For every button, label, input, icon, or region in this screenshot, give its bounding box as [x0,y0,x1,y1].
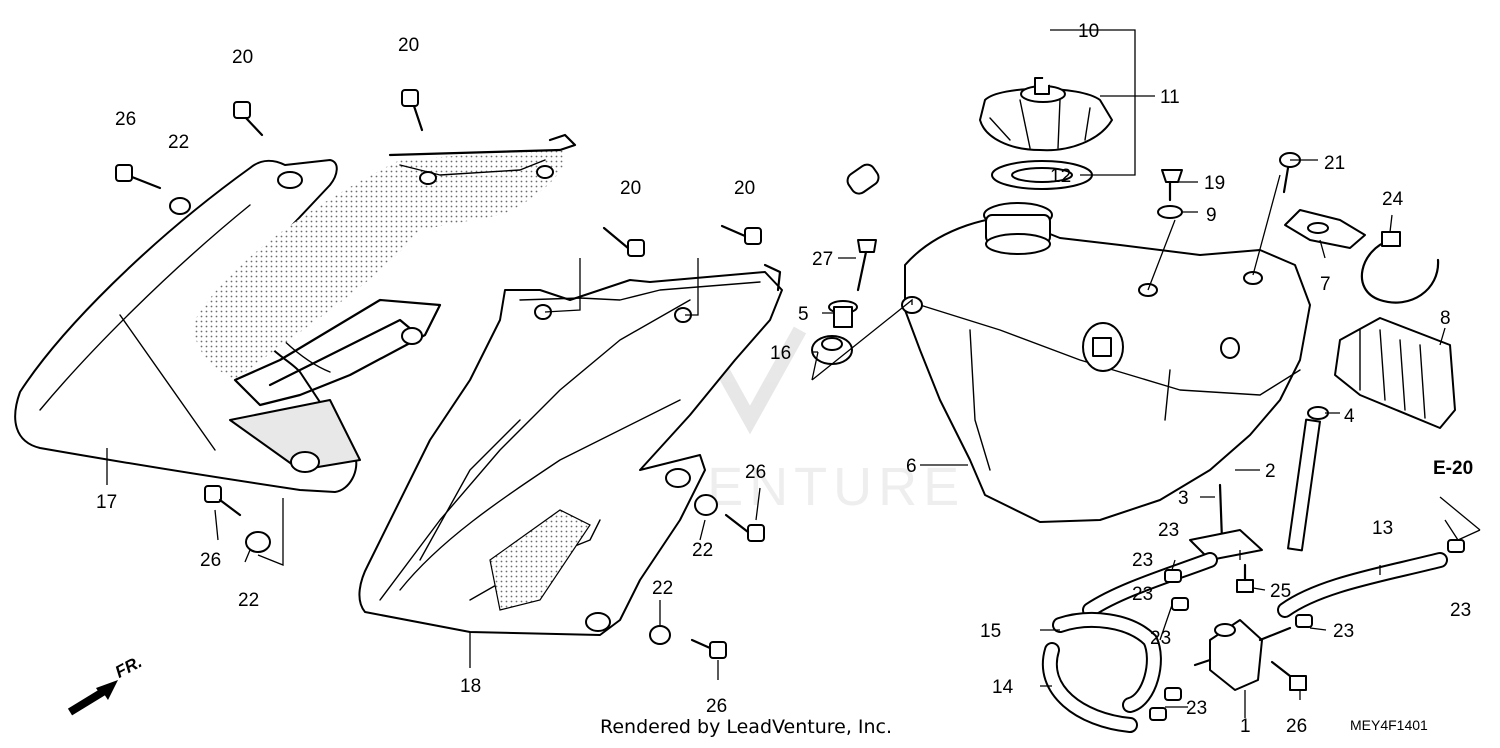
callout-24: 24 [1382,189,1404,210]
callout-23-g: 23 [1186,698,1207,719]
callout-2: 2 [1265,461,1276,482]
leader-lines [106,29,1481,718]
bolt-part-26-valve [1270,660,1307,691]
callout-13: 13 [1372,518,1393,539]
bolt-part-26-d [690,638,727,659]
callout-7: 7 [1320,274,1331,295]
collar-part-22-d [649,625,671,645]
fuel-hose-part-13 [1082,552,1448,618]
collar-part-22-b [245,531,271,553]
callout-23-d: 23 [1132,550,1153,571]
callout-20-d: 20 [734,178,755,199]
collar-part-22-a [169,197,191,215]
bolt-part-20-d [720,224,762,245]
callout-9: 9 [1206,205,1217,226]
callout-26-d: 26 [706,696,727,717]
bolt-part-19 [1161,169,1183,202]
callout-26-a: 26 [115,109,136,130]
callout-26-e: 26 [1286,716,1307,737]
diagram-code: MEY4F1401 [1350,717,1428,733]
callout-10: 10 [1078,21,1099,42]
fuel-cap-part-11 [979,77,1113,152]
callout-15: 15 [980,621,1001,642]
callout-22-b: 22 [238,590,259,611]
callout-27: 27 [812,249,833,270]
callout-23-a: 23 [1450,600,1471,621]
callout-26-c: 26 [745,462,766,483]
front-direction-arrow [67,680,118,716]
callout-26-b: 26 [200,550,221,571]
bolt-part-20-c [602,226,645,257]
section-reference-label: E-20 [1433,458,1474,479]
band-part-24 [1360,231,1440,304]
collar-part-22-c [694,494,718,516]
callout-14: 14 [992,677,1014,698]
callout-11: 11 [1160,87,1180,108]
callout-23-c: 23 [1158,520,1179,541]
callout-22-a: 22 [168,132,189,153]
rendered-by-credit: Rendered by LeadVenture, Inc. [600,716,893,738]
callout-22-d: 22 [652,578,673,599]
callout-20-b: 20 [398,35,419,56]
callout-20-c: 20 [620,178,641,199]
callout-8: 8 [1440,308,1451,329]
heat-guard-part-8 [1334,317,1456,429]
fuel-valve-part-1 [1193,619,1292,691]
bolt-part-27 [856,239,877,292]
bolt-part-20-a [233,101,264,137]
callout-3: 3 [1178,488,1189,509]
rubber-part-16 [811,335,853,365]
hose-clip-part-23 [1149,539,1465,721]
callout-25: 25 [1270,581,1291,602]
callout-5: 5 [798,304,809,325]
fuel-strainer-part-2 [1287,418,1321,552]
callout-23-e: 23 [1132,584,1153,605]
bolt-part-21 [1279,152,1301,194]
petcock-lever-part-3 [1189,483,1263,561]
right-shroud-part-18 [358,263,783,636]
callout-6: 6 [906,456,917,477]
callout-23-f: 23 [1150,628,1171,649]
fuel-hose-part-15 [1052,612,1162,713]
shroud-decal-dotted [194,133,577,407]
breather-tube-part-10 [846,19,1054,195]
cap-gasket-part-12 [991,160,1093,190]
bolt-part-20-b [401,89,424,132]
bolt-part-26-c [724,513,765,542]
callout-21: 21 [1324,153,1345,174]
callout-4: 4 [1344,406,1355,427]
collar-part-5 [828,300,858,328]
callout-17: 17 [96,492,117,513]
bracket-part-7 [1284,209,1366,249]
callout-16: 16 [770,343,791,364]
bolt-part-26-a [115,164,162,190]
callout-23-b: 23 [1333,621,1354,642]
bolt-part-25 [1236,563,1254,593]
fuel-hose-part-14 [1042,642,1138,733]
callout-1: 1 [1240,716,1251,737]
callout-labels: 10 11 12 19 9 21 24 7 8 4 6 2 3 27 5 16 … [96,21,1471,737]
washer-part-9 [1157,205,1183,219]
callout-22-c: 22 [692,540,713,561]
callout-20-a: 20 [232,47,253,68]
bolt-part-26-b [204,485,242,517]
fuel-tank-part-6 [901,202,1311,523]
callout-18: 18 [460,676,481,697]
callout-19: 19 [1204,173,1225,194]
callout-12: 12 [1050,166,1071,187]
